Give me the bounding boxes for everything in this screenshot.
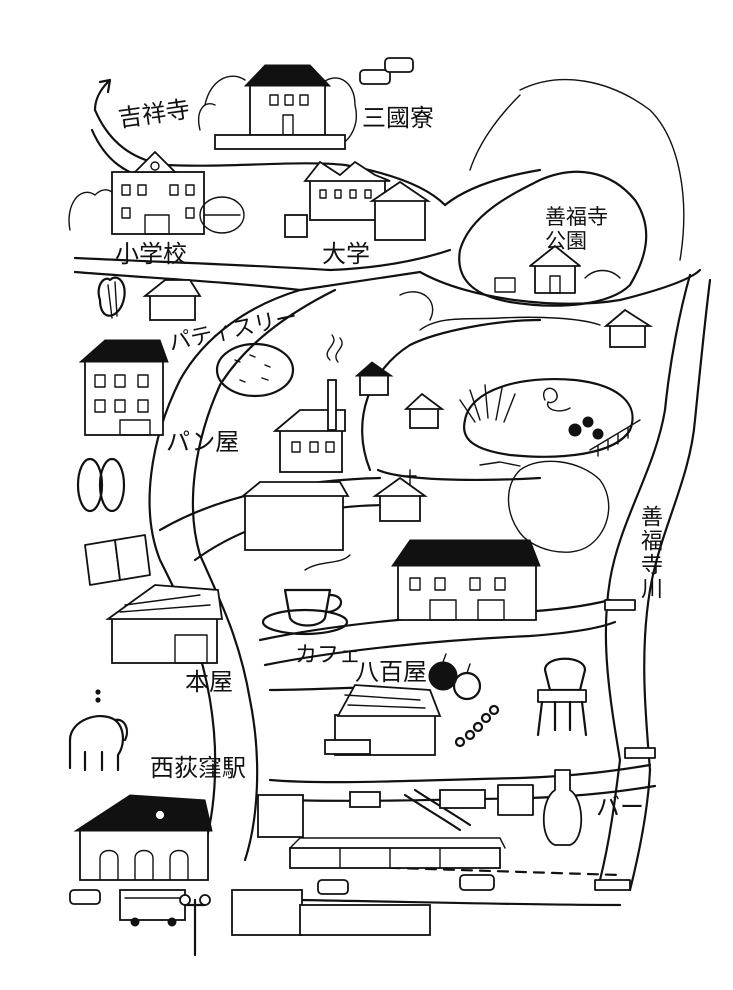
label-bar: バー (596, 793, 644, 821)
coffee-cup-icon (261, 554, 351, 636)
river (594, 273, 712, 892)
label-sangokuryo: 三國寮 (362, 104, 434, 132)
cafe-block (240, 469, 541, 621)
small-houses (354, 308, 654, 429)
apple-icon (428, 653, 482, 701)
label-zempukuji-river: 善福寺川 (637, 505, 662, 601)
street-lamp-icon (179, 894, 211, 957)
tree-clusters (68, 75, 610, 553)
bakery-building (272, 334, 346, 473)
sangokuryo-building (214, 64, 346, 150)
nishiogikubo-station (73, 794, 304, 881)
bar-house (349, 789, 486, 809)
slippers-icon (76, 457, 126, 513)
car-icon (69, 57, 495, 905)
label-cafe: カフェ (295, 643, 362, 668)
bottom-buildings (231, 889, 431, 936)
chair-icon (536, 657, 588, 737)
bus-icon (119, 889, 186, 927)
left-apartment (78, 339, 169, 436)
basket-icon (497, 784, 534, 816)
label-panya: パン屋 (166, 428, 240, 456)
label-zempukuji-koen: 善福寺公園 (545, 205, 608, 254)
north-arrow-icon (93, 78, 112, 112)
label-daigaku: 大学 (322, 240, 370, 268)
yaoya-building (324, 684, 442, 756)
university (284, 160, 431, 241)
bread-icon (215, 342, 295, 398)
elementary-school (111, 150, 245, 235)
grapes-icon (454, 704, 500, 748)
patisserie-building (97, 276, 202, 321)
book-icon (84, 534, 151, 586)
label-shogakko: 小学校 (115, 240, 187, 268)
label-honya: 本屋 (185, 668, 233, 696)
bottle-icon (542, 769, 583, 846)
train-icon (289, 837, 506, 869)
honya-building (105, 584, 224, 664)
label-nishiogikubo-station: 西荻窪駅 (150, 754, 246, 782)
pond (459, 378, 641, 458)
label-yaoya: 八百屋 (355, 658, 427, 686)
zempukuji-park (458, 78, 685, 307)
elephant-icon (68, 689, 129, 772)
